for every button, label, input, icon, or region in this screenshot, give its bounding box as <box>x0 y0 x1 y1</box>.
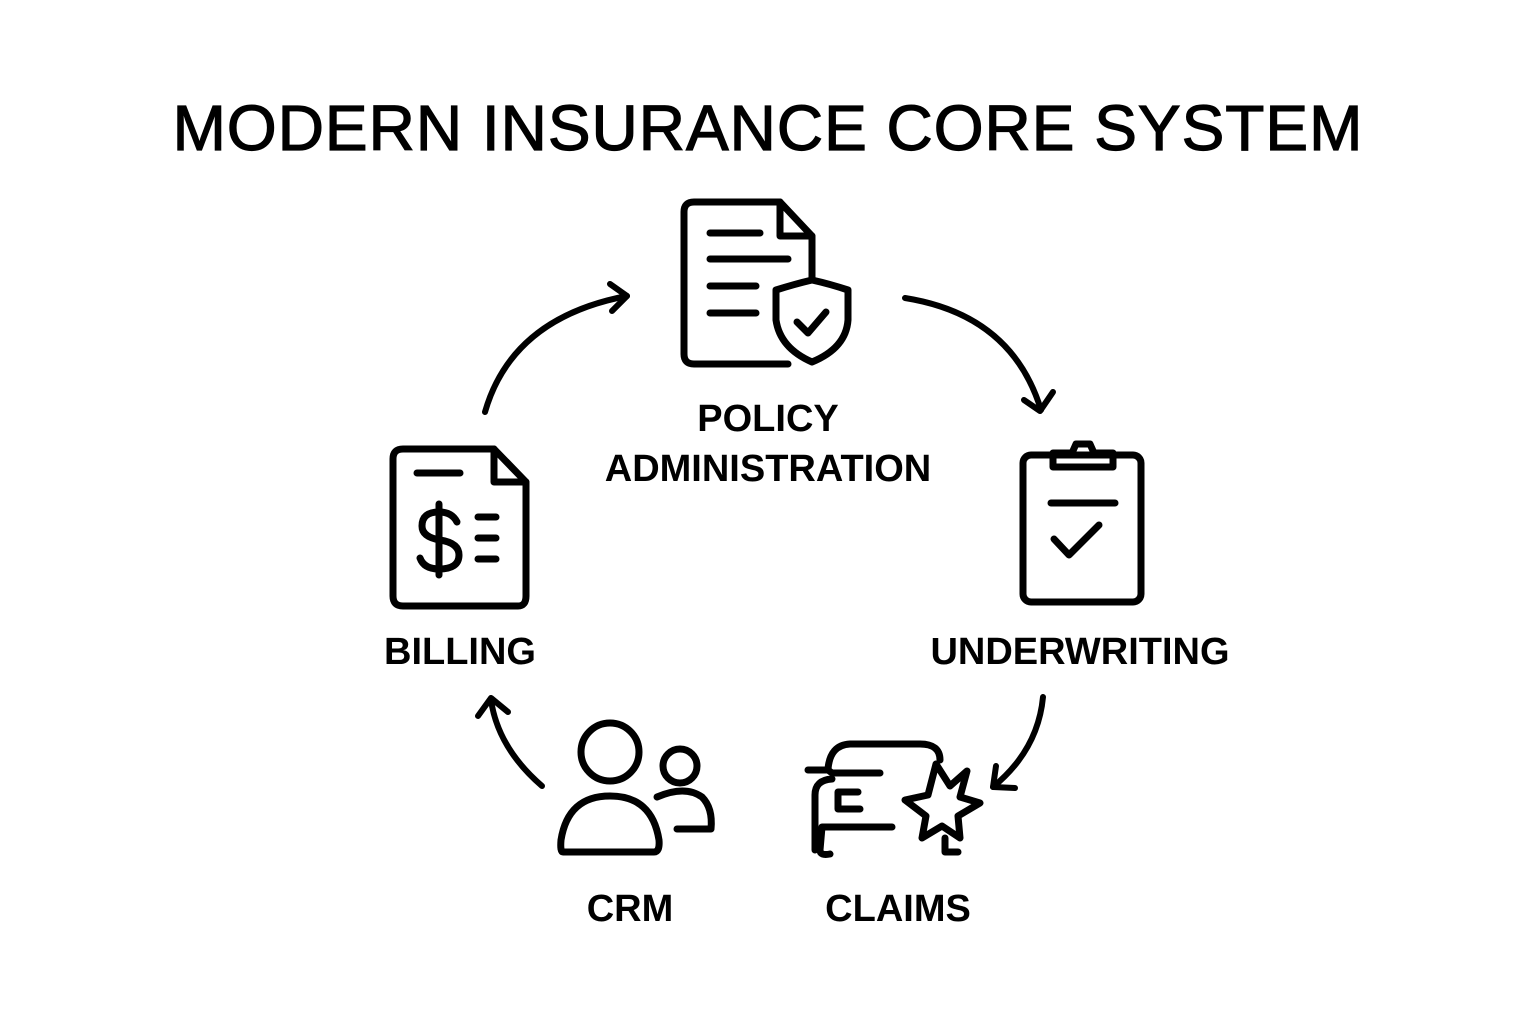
document-shield-check-icon <box>680 198 852 368</box>
clipboard-check-icon <box>1019 440 1145 606</box>
policy-administration-label-line-1: POLICY <box>697 398 839 440</box>
claims-label: CLAIMS <box>825 888 971 930</box>
arrow-crm-to-billing <box>475 695 545 789</box>
policy-administration-label: POLICY ADMINISTRATION <box>566 394 970 494</box>
arrow-billing-to-policy <box>482 281 630 415</box>
car-crash-icon <box>804 740 984 858</box>
policy-administration-label-line-2: ADMINISTRATION <box>604 448 932 490</box>
invoice-dollar-icon <box>389 445 530 610</box>
arrow-policy-to-underwriting <box>902 295 1056 414</box>
users-icon <box>557 719 715 856</box>
billing-label: BILLING <box>384 631 536 673</box>
crm-label: CRM <box>586 888 674 930</box>
diagram-title: MODERN INSURANCE CORE SYSTEM <box>172 91 1364 164</box>
arrow-underwriting-to-claims <box>990 694 1046 791</box>
underwriting-label: UNDERWRITING <box>930 631 1230 673</box>
